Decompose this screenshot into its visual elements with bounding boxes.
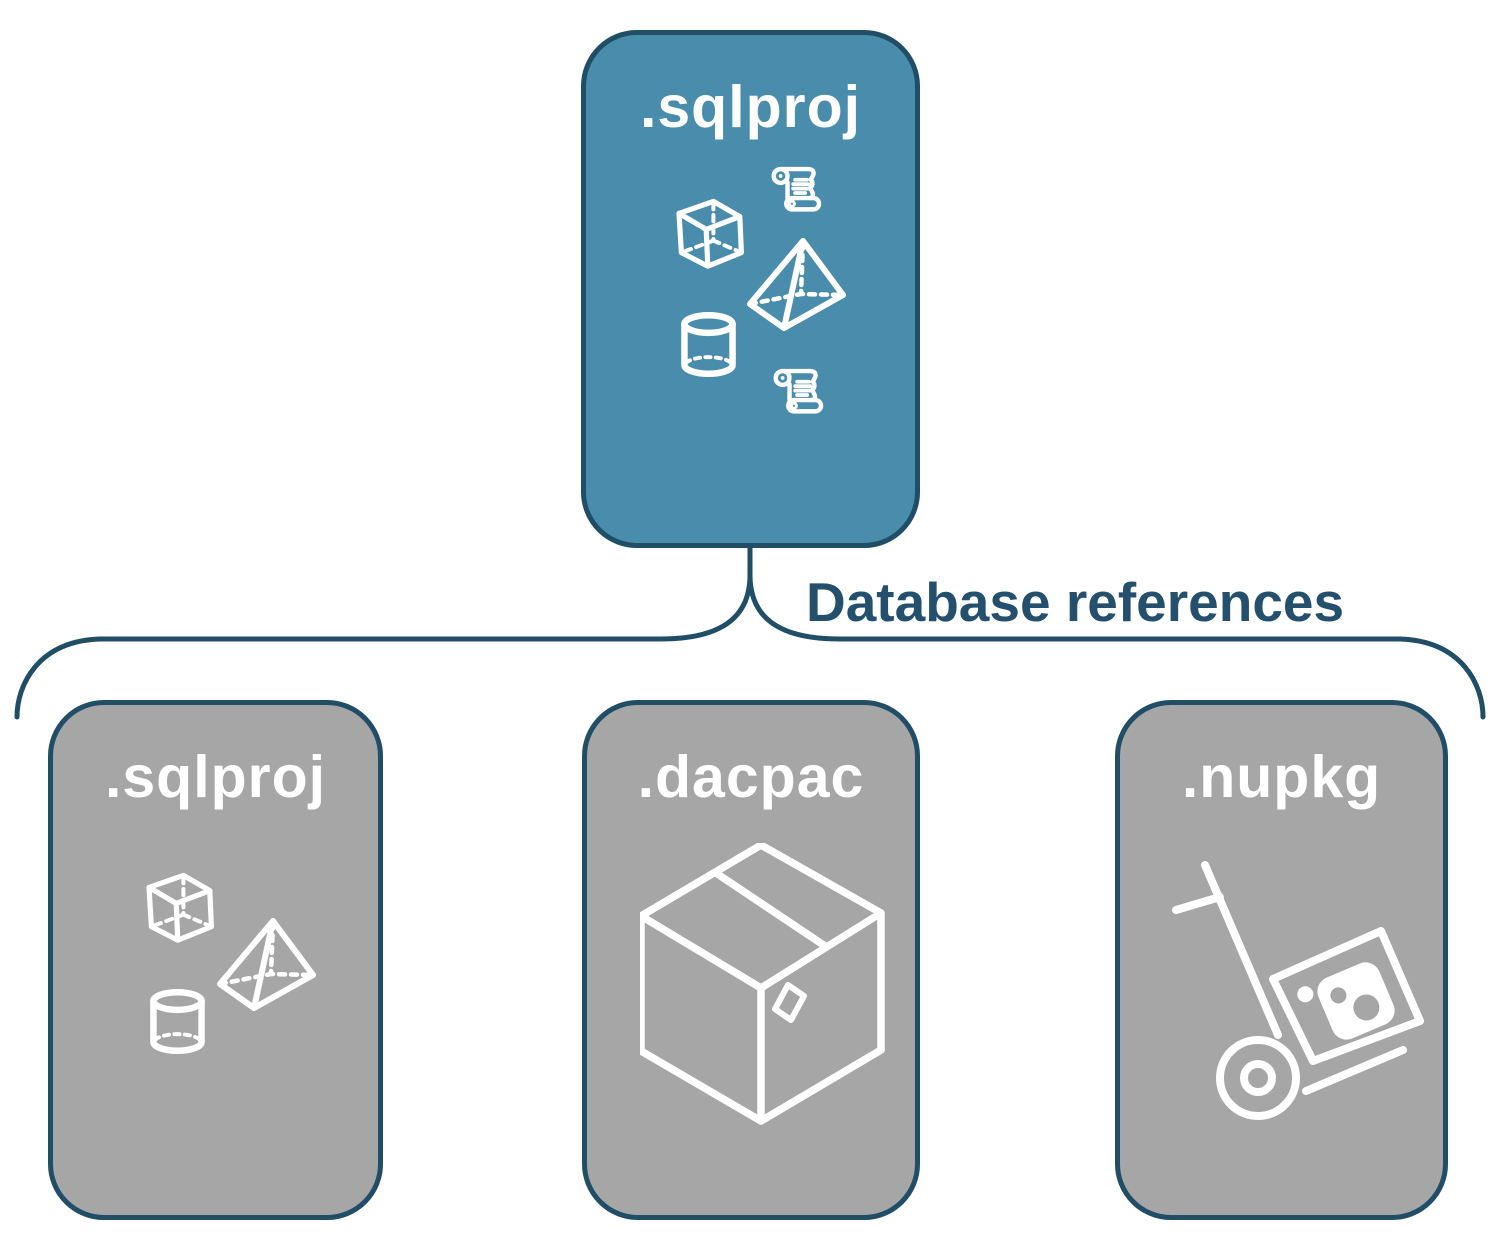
package-box-icon: [640, 843, 885, 1125]
card-nupkg-child: .nupkg: [1115, 700, 1448, 1220]
card-sqlproj-child: .sqlproj: [48, 700, 383, 1220]
sql-objects-with-scripts-icon: [664, 161, 854, 423]
truck-grip: [1172, 893, 1224, 914]
card-label: .nupkg: [1181, 744, 1382, 810]
truck-wheel: [1216, 1036, 1300, 1120]
sql-objects-icon: [136, 858, 326, 1078]
card-dacpac-child: .dacpac: [582, 700, 920, 1220]
connector-label: Database references: [806, 571, 1345, 633]
card-label: .sqlproj: [639, 74, 862, 140]
card-label: .sqlproj: [104, 744, 327, 810]
truck-box: [1269, 927, 1424, 1065]
nuget-logo: [1297, 962, 1395, 1040]
truck-shaft: [1201, 861, 1282, 1039]
card-label: .dacpac: [637, 744, 865, 810]
truck-rail: [1302, 1046, 1407, 1095]
hand-truck-package-icon: [1172, 861, 1424, 1120]
card-sqlproj-root: .sqlproj: [581, 30, 920, 548]
box-label-tag: [772, 982, 807, 1023]
